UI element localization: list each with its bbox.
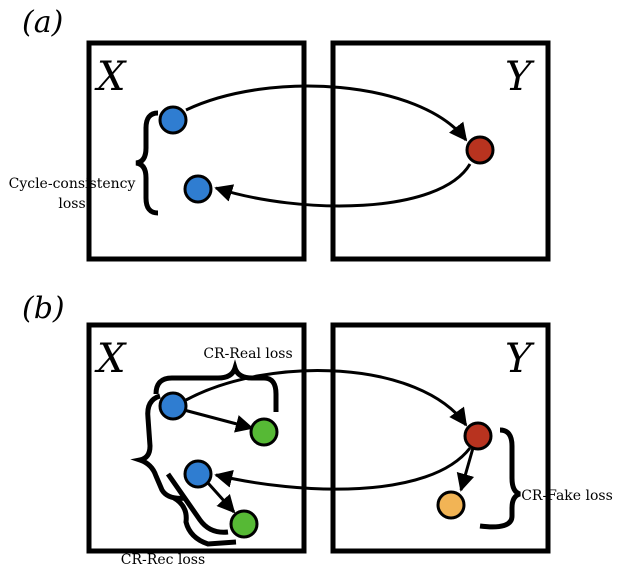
domain-x-box	[86, 322, 307, 554]
panel-b-tag: (b)	[22, 291, 65, 326]
translated-sample-node	[465, 135, 495, 165]
cr-rec-brace	[130, 393, 187, 501]
backward-arrow	[214, 163, 472, 208]
panel-a: (a) X Y Cycle-consistency loss	[9, 5, 551, 262]
forward-arrow	[185, 368, 468, 427]
domain-y-label: Y	[505, 54, 535, 100]
augmented-real-node	[249, 417, 279, 447]
reconstructed-sample-node	[183, 174, 213, 204]
real-sample-node	[158, 105, 188, 135]
cr-rec-loss-label: CR-Rec loss	[121, 552, 205, 568]
panel-b: (b) X Y CR-Real loss CR-Fake loss CR-Rec	[22, 291, 613, 568]
domain-y-label: Y	[505, 336, 535, 382]
reconstructed-sample-node	[183, 459, 213, 489]
domain-y-box	[330, 322, 551, 554]
cr-fake-loss-label: CR-Fake loss	[521, 488, 613, 504]
augmented-rec-node	[229, 509, 259, 539]
cr-real-loss-label: CR-Real loss	[203, 346, 292, 362]
rec-augment-arrow	[206, 481, 236, 514]
domain-x-label: X	[94, 336, 127, 382]
cycle-loss-brace	[135, 110, 159, 216]
cr-rec-brace-lower	[165, 472, 237, 547]
real-sample-node	[158, 391, 188, 421]
panel-a-tag: (a)	[22, 5, 63, 40]
real-augment-arrow	[183, 408, 254, 433]
cr-fake-brace	[479, 427, 521, 530]
fake-augment-arrow	[456, 447, 475, 492]
domain-x-label: X	[94, 54, 127, 100]
domain-x-box	[86, 40, 307, 262]
cycle-loss-label-line2: loss	[58, 196, 85, 212]
domain-y-box	[330, 40, 551, 262]
translated-sample-node	[463, 421, 493, 451]
cycle-loss-label-line1: Cycle-consistency	[9, 176, 136, 192]
cr-real-brace	[153, 359, 279, 412]
forward-arrow	[185, 84, 468, 142]
backward-arrow	[214, 447, 472, 491]
augmented-fake-node	[436, 490, 466, 520]
